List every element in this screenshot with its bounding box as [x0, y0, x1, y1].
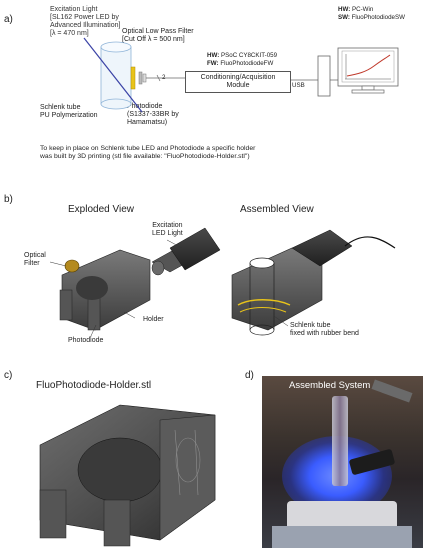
photo-clamp	[371, 379, 413, 403]
signal-mark: 2	[162, 74, 166, 81]
photodiode-line-3: Hamamatsu)	[127, 119, 168, 126]
exploded-view-title: Exploded View	[68, 204, 134, 215]
module-line-1: Conditioning/Acquisition	[200, 74, 276, 81]
schlenk-line-2: PU Polymerization	[40, 112, 98, 119]
panel-a-label: a)	[4, 14, 13, 25]
panel-d-label: d)	[245, 370, 254, 381]
schlenk-tube-shape	[100, 41, 132, 110]
optical-filter-label: Optical Low Pass Filter [Cut Off λ = 500…	[122, 28, 194, 44]
rubber-bend	[237, 299, 291, 306]
photodiode-line-1: Photodiode	[127, 103, 163, 110]
assembled-system-title: Assembled System	[289, 380, 371, 391]
pc-hw-value: PC-Win	[352, 6, 374, 13]
note-line-2: was built by 3D printing (stl file avail…	[40, 153, 250, 160]
schlenk-fixed-label: Schlenk tube fixed with rubber bend	[290, 322, 359, 338]
optical-filter-b-line-2: Filter	[24, 260, 40, 267]
photo-base	[272, 526, 412, 548]
acquisition-module-box: Conditioning/Acquisition Module	[185, 71, 291, 93]
assembled-holder	[231, 229, 396, 331]
excitation-line-3: Advanced Illumination]	[50, 22, 121, 29]
stl-file-title: FluoPhotodiode-Holder.stl	[36, 380, 152, 391]
excitation-line-2: [SL162 Power LED by	[50, 14, 119, 21]
pc-tower-icon	[317, 55, 331, 97]
optical-filter-b-line-1: Optical	[24, 252, 46, 259]
assembled-system-photo	[262, 376, 423, 548]
excitation-led-label: Excitation LED Light	[152, 222, 183, 238]
sw-key: SW:	[338, 13, 350, 21]
photodiode-line-2: (S1337-33BR by	[127, 111, 179, 118]
excitation-line-1: Excitation Light	[50, 6, 98, 13]
optical-filter-shape	[130, 66, 136, 90]
fw-value: FluoPhotodiodeFW	[220, 59, 274, 67]
excitation-led-line-1: Excitation	[152, 222, 183, 229]
panel-c-label: c)	[4, 370, 13, 381]
stl-holder-render	[39, 404, 216, 547]
hw-sw-label: HW: PC-Win SW: FluoPhotodiodeSW	[338, 6, 405, 21]
hw-fw-label: HW: PSoC CY8CKIT-059 FW: FluoPhotodiodeF…	[207, 52, 277, 67]
exploded-holder	[59, 249, 151, 331]
filter-line-1: Optical Low Pass Filter	[122, 28, 194, 35]
pc-hw-key: HW:	[338, 6, 351, 13]
photodiode-b-label: Photodiode	[68, 337, 104, 344]
optical-filter-b-label: Optical Filter	[24, 252, 46, 268]
photodiode-shape	[138, 71, 143, 85]
monitor-icon	[337, 47, 399, 94]
assembled-schlenk-tube	[249, 257, 275, 336]
excitation-led-line-2: LED Light	[152, 230, 183, 237]
note-line-1: To keep in place on Schlenk tube LED and…	[40, 145, 256, 152]
excitation-beam	[83, 37, 143, 113]
usb-label: USB	[292, 82, 305, 89]
holder-note: To keep in place on Schlenk tube LED and…	[40, 145, 255, 161]
module-line-2: Module	[226, 82, 250, 89]
hw-value: PSoC CY8CKIT-059	[221, 52, 278, 59]
assembled-view-title: Assembled View	[240, 204, 314, 215]
photodiode-label: Photodiode (S1337-33BR by Hamamatsu)	[127, 103, 179, 127]
fw-key: FW:	[207, 59, 219, 67]
panel-b-label: b)	[4, 194, 13, 205]
holder-label: Holder	[143, 316, 164, 323]
exploded-filter	[64, 259, 80, 273]
schlenk-tube-label: Schlenk tube PU Polymerization	[40, 104, 98, 120]
excitation-light-label: Excitation Light [SL162 Power LED by Adv…	[50, 6, 120, 38]
schlenk-fixed-line-1: Schlenk tube	[290, 322, 331, 329]
schlenk-fixed-line-2: fixed with rubber bend	[290, 330, 359, 337]
sw-value: FluoPhotodiodeSW	[351, 13, 405, 21]
hw-key: HW:	[207, 52, 220, 59]
filter-line-2: [Cut Off λ = 500 nm]	[122, 36, 185, 43]
excitation-line-4: [λ = 470 nm]	[50, 30, 89, 37]
schlenk-line-1: Schlenk tube	[40, 104, 81, 111]
photo-flask	[332, 396, 348, 486]
